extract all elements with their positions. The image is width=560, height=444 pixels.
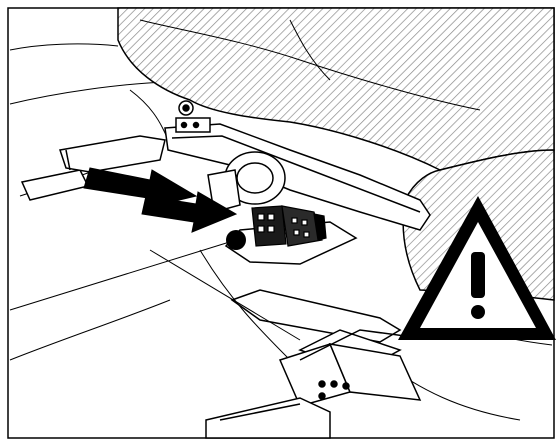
rail-mechanism <box>207 151 286 213</box>
lower-rail-assembly <box>205 289 422 439</box>
callout-leader-line <box>9 239 237 311</box>
warning-triangle-icon <box>398 196 556 340</box>
seat-rail <box>164 123 431 231</box>
callout-marker <box>9 230 246 311</box>
seat-cushion-fold-2 <box>289 19 331 81</box>
callout-dot <box>226 230 246 250</box>
double-arrow-icon <box>83 167 238 233</box>
seat-cushion-fold <box>139 19 481 111</box>
bolt-head <box>175 100 211 133</box>
electrical-connector <box>251 205 327 247</box>
